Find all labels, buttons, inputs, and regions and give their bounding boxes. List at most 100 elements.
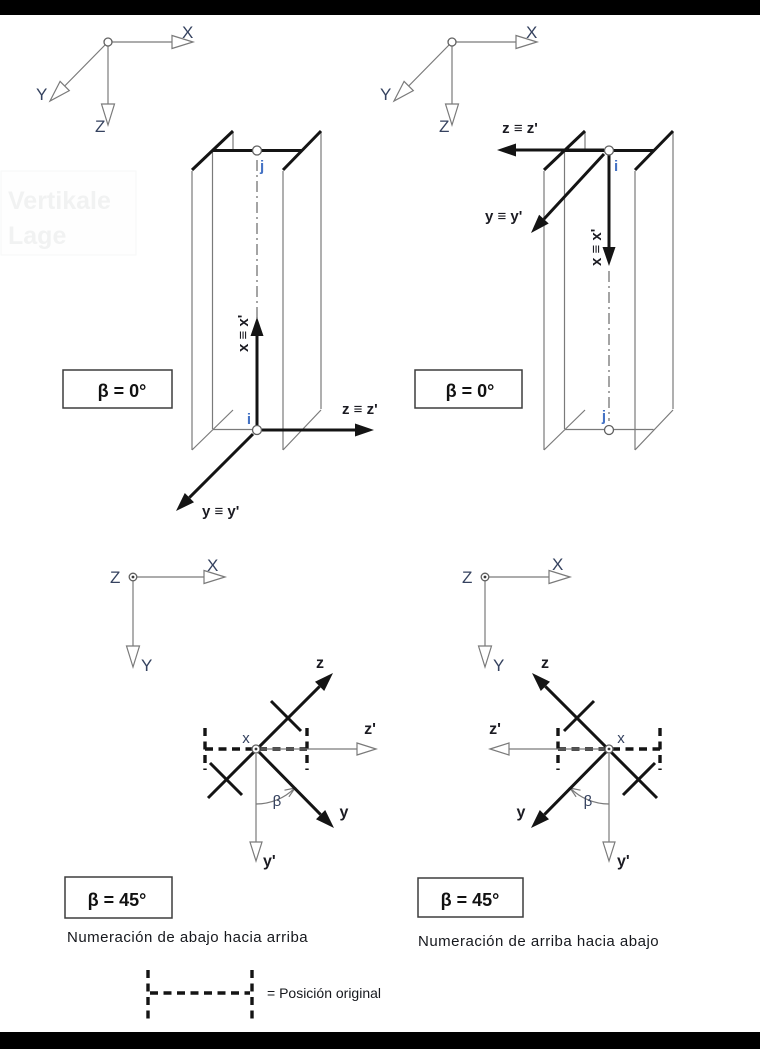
beta-box <box>62 369 173 409</box>
rotated-flange-bottom <box>621 761 657 797</box>
y-arrow-icon <box>531 810 549 828</box>
beta-label: β = 0° <box>98 381 147 401</box>
global-z-label: Z <box>462 568 472 587</box>
global-x-arrow-icon <box>203 569 228 585</box>
y-prime-label: y' <box>617 853 630 870</box>
beta-label: β = 45° <box>88 890 147 910</box>
node-j <box>251 145 263 156</box>
local-y-axis <box>188 432 255 499</box>
global-z-label: Z <box>439 117 449 136</box>
z-arrow-icon <box>315 673 333 691</box>
local-x-label: x ≡ x' <box>588 229 605 266</box>
global-y-label: Y <box>493 656 504 675</box>
beam-left: j i x ≡ x' z ≡ z' y ≡ y' β = 0° <box>62 129 378 520</box>
local-y-label: y ≡ y' <box>485 208 522 225</box>
global-x-arrow-icon <box>171 34 196 50</box>
beta-label: β = 45° <box>441 890 500 910</box>
watermark: Vertikale Lage <box>0 170 137 256</box>
node-x-label: x <box>617 730 625 747</box>
global-y-label: Y <box>380 85 391 104</box>
local-y-arrow-icon <box>531 214 549 233</box>
global-z-label: Z <box>95 117 105 136</box>
node-i <box>251 424 263 436</box>
section-left: x z z' y y' β β = 45° Numeración de abaj… <box>64 655 378 946</box>
global-z-dot-icon <box>483 575 487 579</box>
global-y-arrow-icon <box>125 645 141 670</box>
z-prime-label: z' <box>489 721 501 738</box>
global-axes-2d-right: Z X Y <box>462 555 573 675</box>
y-label: y <box>340 804 349 821</box>
node-i-label: i <box>247 411 251 428</box>
beta-angle-label: β <box>273 793 282 810</box>
letterbox-bottom <box>0 1032 760 1049</box>
global-z-dot-icon <box>131 575 135 579</box>
z-prime-label: z' <box>364 721 376 738</box>
rotated-flange-top <box>562 699 596 733</box>
beta-angle-arc <box>255 787 296 805</box>
global-x-label: X <box>207 556 218 575</box>
beam-bottom-flange-right <box>634 409 674 451</box>
global-x-label: X <box>526 23 537 42</box>
y-label: y <box>517 804 526 821</box>
global-z-arrow-icon <box>444 103 460 128</box>
global-axes-3d-left: X Y Z <box>36 23 196 136</box>
local-x-label: x ≡ x' <box>235 315 252 352</box>
global-origin-node <box>447 37 457 47</box>
node-x-label: x <box>242 730 250 747</box>
global-y-label: Y <box>141 656 152 675</box>
global-y-label: Y <box>36 85 47 104</box>
node-j <box>603 424 615 436</box>
y-arrow-icon <box>316 810 334 828</box>
global-y-arrow-icon <box>392 80 415 103</box>
beta-box <box>417 877 524 918</box>
z-label: z <box>316 655 324 672</box>
beta-angle-label: β <box>584 793 593 810</box>
global-y-arrow-icon <box>48 80 71 103</box>
global-x-label: X <box>182 23 193 42</box>
local-y-arrow-icon <box>176 493 194 511</box>
node-i-label: i <box>614 158 618 175</box>
node-j-label: j <box>601 408 606 425</box>
watermark-box <box>0 170 137 256</box>
rotated-flange-top <box>269 699 303 733</box>
section-caption: Numeración de arriba hacia abajo <box>418 933 659 950</box>
global-origin-node <box>103 37 113 47</box>
global-y-arrow-icon <box>477 645 493 670</box>
legend: = Posición original <box>146 970 381 1020</box>
watermark-line1: Vertikale <box>8 187 111 215</box>
global-axes-2d-left: Z X Y <box>110 556 228 675</box>
y-prime-label: y' <box>263 853 276 870</box>
y-axis <box>543 750 608 816</box>
rotated-flange-bottom <box>208 761 244 797</box>
z-label: z <box>541 655 549 672</box>
global-axes-3d-right: X Y Z <box>380 23 540 136</box>
section-node-dot <box>607 747 611 751</box>
local-z-label: z ≡ z' <box>502 120 538 137</box>
local-z-arrow-icon <box>355 423 374 437</box>
global-x-arrow-icon <box>515 34 540 50</box>
local-x-arrow-icon <box>602 247 616 266</box>
beta-box <box>414 369 523 409</box>
global-z-arrow-icon <box>100 103 116 128</box>
beam-top-flange-right <box>633 129 675 172</box>
beta-box <box>64 876 173 919</box>
rotated-web-z-axis <box>544 685 659 800</box>
local-x-arrow-icon <box>250 317 264 336</box>
y-prime-arrow-icon <box>249 841 263 863</box>
z-prime-arrow-icon <box>356 742 378 756</box>
watermark-line2: Lage <box>8 222 66 250</box>
y-axis <box>257 750 322 816</box>
section-caption: Numeración de abajo hacia arriba <box>67 929 308 946</box>
local-z-label: z ≡ z' <box>342 401 378 418</box>
beta-label: β = 0° <box>446 381 495 401</box>
beta-angle-arc <box>569 787 610 805</box>
global-z-label: Z <box>110 568 120 587</box>
global-x-label: X <box>552 555 563 574</box>
z-prime-arrow-icon <box>488 742 510 756</box>
y-prime-arrow-icon <box>602 841 616 863</box>
letterbox-top <box>0 0 760 15</box>
rotated-web-z-axis <box>206 685 321 800</box>
legend-label: = Posición original <box>267 985 381 1001</box>
